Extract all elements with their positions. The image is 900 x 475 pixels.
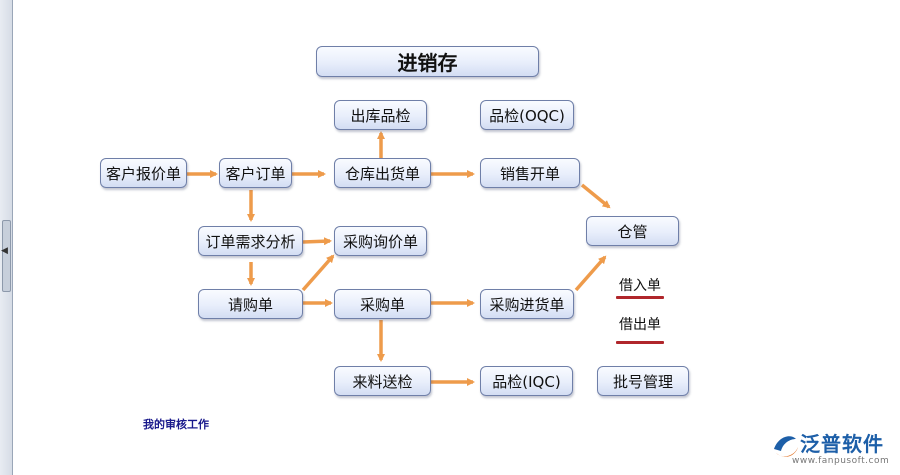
label-borrow-in: 借入单 bbox=[619, 278, 661, 294]
brand-name: 泛普软件 bbox=[800, 432, 884, 456]
node-warehouse-outbound: 仓库出货单 bbox=[334, 158, 431, 188]
node-warehouse-mgmt: 仓管 bbox=[586, 216, 679, 246]
underline-borrow-out bbox=[616, 341, 664, 344]
node-sales-invoice: 销售开单 bbox=[480, 158, 580, 188]
node-oqc: 品检(OQC) bbox=[480, 100, 574, 130]
node-purchase-receipt: 采购进货单 bbox=[480, 289, 574, 319]
label-borrow-out: 借出单 bbox=[619, 317, 661, 333]
arrow-analysis-to-inquiry bbox=[302, 237, 332, 246]
fanpu-logo-icon bbox=[774, 436, 798, 457]
node-incoming-inspection: 来料送检 bbox=[334, 366, 431, 396]
collapse-arrow-icon[interactable]: ◀ bbox=[1, 246, 8, 256]
brand-url: www.fanpusoft.com bbox=[792, 456, 890, 466]
node-customer-quote: 客户报价单 bbox=[100, 158, 187, 188]
arrow-request-to-inquiry bbox=[301, 254, 335, 292]
scrollbar-grip[interactable] bbox=[2, 220, 11, 292]
node-order-analysis: 订单需求分析 bbox=[198, 226, 303, 256]
arrow-sales-to-warehouse bbox=[580, 183, 611, 209]
node-purchase-inquiry: 采购询价单 bbox=[334, 226, 427, 256]
underline-borrow-in bbox=[616, 296, 664, 299]
my-review-link[interactable]: 我的审核工作 bbox=[143, 418, 209, 431]
left-scrollbar[interactable]: ◀ bbox=[0, 0, 13, 475]
node-purchase-order: 采购单 bbox=[334, 289, 431, 319]
node-iqc: 品检(IQC) bbox=[480, 366, 573, 396]
arrow-receipt-to-warehouse bbox=[574, 255, 607, 292]
node-purchase-request: 请购单 bbox=[198, 289, 303, 319]
node-batch-mgmt: 批号管理 bbox=[597, 366, 689, 396]
diagram-title: 进销存 bbox=[316, 46, 539, 77]
node-customer-order: 客户订单 bbox=[219, 158, 292, 188]
node-outbound-inspection: 出库品检 bbox=[334, 100, 427, 130]
